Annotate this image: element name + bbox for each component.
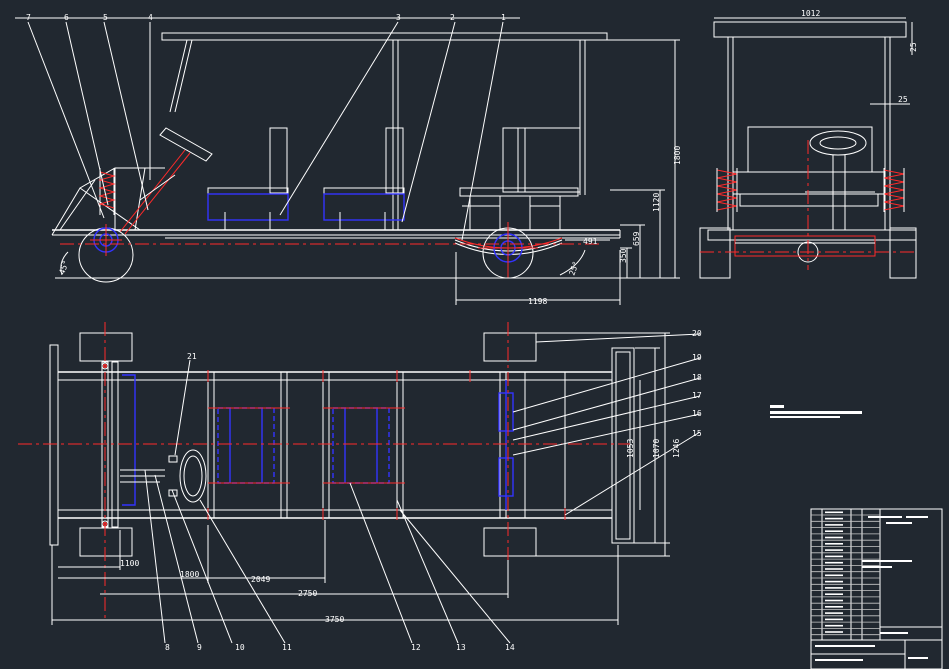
dimension-text: 1246: [672, 439, 681, 458]
part-label: 13: [456, 643, 466, 652]
title-block-entry: [825, 543, 843, 545]
title-block-entry: [825, 593, 843, 595]
part-label: 4: [148, 13, 153, 22]
part-label: 3: [396, 13, 401, 22]
part-label: 9: [197, 643, 202, 652]
front-seat: [207, 127, 289, 230]
title-block-entry: [825, 580, 843, 583]
dimension-text: 350: [619, 248, 628, 263]
part-label: 21: [187, 352, 197, 361]
dimension-text: 2750: [298, 589, 317, 598]
title-block-entry: [825, 517, 843, 520]
part-label: 8: [165, 643, 170, 652]
part-label: 11: [282, 643, 292, 652]
part-label: 15: [692, 429, 702, 438]
dimension-text: 1800: [180, 570, 199, 579]
dimension-text: 25°: [567, 260, 580, 277]
part-label: 1: [501, 13, 506, 22]
part-label: 5: [103, 13, 108, 22]
part-label: 19: [692, 353, 702, 362]
dimension-text: 1800: [673, 146, 682, 165]
rear-wheel: [478, 222, 538, 279]
dimension-text: 1012: [801, 9, 820, 18]
title-block-entry: [825, 599, 843, 602]
dimension-text: 45°: [57, 259, 70, 276]
dimension-text: 25: [898, 95, 908, 104]
part-label: 2: [450, 13, 455, 22]
title-block-entry: [825, 587, 843, 589]
dimension-text: 1120: [652, 193, 661, 212]
title-block-entry: [825, 530, 843, 532]
title-block: [810, 508, 943, 669]
part-label: 20: [692, 329, 702, 338]
title-block-entry: [825, 612, 843, 614]
part-label: 12: [411, 643, 421, 652]
title-block-entry: [825, 524, 843, 526]
part-label: 14: [505, 643, 515, 652]
side-elevation-view: [15, 17, 680, 305]
dimension-text: 3750: [325, 615, 344, 624]
title-block-entry: [825, 606, 843, 608]
part-label: 6: [64, 13, 69, 22]
part-label: 18: [692, 373, 702, 382]
title-block-entry: [825, 536, 843, 539]
dimension-text: 1100: [120, 559, 139, 568]
dimension-text: 1198: [528, 297, 547, 306]
title-block-entry: [825, 549, 843, 551]
title-block-entry: [825, 555, 843, 558]
title-block-entry: [825, 618, 843, 621]
dimension-text: 1070: [652, 439, 661, 458]
front-elevation-view: [699, 17, 917, 279]
title-block-entry: [825, 568, 843, 570]
title-block-entry: [825, 574, 843, 577]
title-block-entry: [825, 631, 843, 633]
dimension-text: 2049: [251, 575, 270, 584]
part-label: 10: [235, 643, 245, 652]
dimension-text: 25: [909, 42, 918, 52]
dimension-text: 491: [583, 237, 598, 246]
middle-seat: [323, 127, 405, 230]
dimension-text: 659: [632, 231, 641, 246]
part-label: 17: [692, 391, 702, 400]
title-block-entry: [825, 561, 843, 564]
rear-seat: [459, 127, 581, 230]
part-label: 16: [692, 409, 702, 418]
technical-notes: [770, 405, 862, 418]
plan-view: [18, 322, 701, 644]
part-label: 7: [26, 13, 31, 22]
part-number-labels: 1 2 3 4 5 6 7 8 9 10 11 12 13 14 15 16 1…: [26, 13, 702, 652]
title-block-entry: [825, 624, 843, 627]
front-wheel: [78, 224, 134, 283]
dimension-text: 1053: [626, 439, 635, 458]
title-block-entry: [825, 511, 843, 514]
